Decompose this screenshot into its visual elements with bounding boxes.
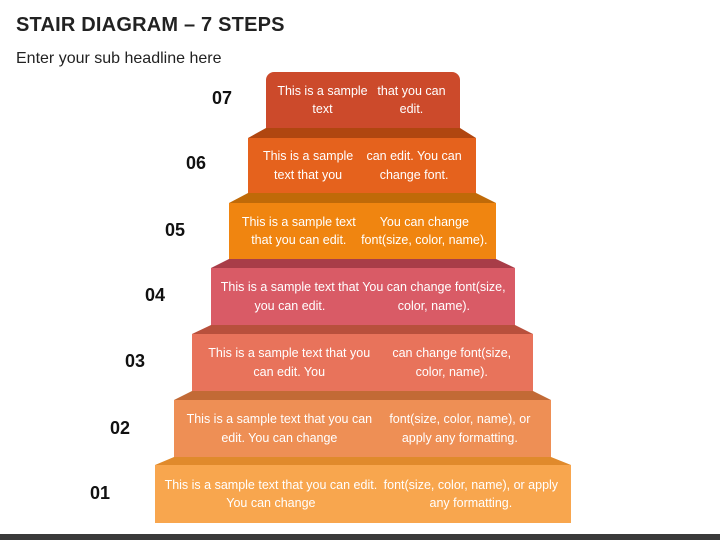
step-text-line: This is a sample text — [277, 83, 368, 116]
step-03: This is a sample text that you can edit.… — [192, 334, 533, 391]
step-01: This is a sample text that you can edit.… — [155, 465, 571, 523]
step-number: 01 — [89, 483, 110, 503]
step-number: 02 — [109, 418, 130, 438]
step-text-line: This is a sample text that you can edit.… — [208, 346, 371, 379]
step-07: This is a sample text that you can edit. — [266, 72, 460, 128]
page-subtitle: Enter your sub headline here — [16, 50, 222, 67]
step-number: 06 — [185, 153, 206, 173]
step-text-line: font(size, color, name), or apply any fo… — [389, 412, 531, 445]
step-number: 05 — [164, 220, 185, 240]
step-text-line: can edit. You can change font. — [366, 149, 462, 182]
step-text-line: This is a sample text that you can edit.… — [186, 412, 373, 445]
step-04: This is a sample text that you can edit.… — [211, 268, 515, 325]
step-02: This is a sample text that you can edit.… — [174, 400, 551, 457]
step-number: 03 — [124, 351, 145, 371]
step-text-line: This is a sample text that you — [262, 149, 354, 182]
step-text-line: This is a sample text that you can edit. — [241, 214, 356, 247]
step-text-line: This is a sample text that you can edit.… — [164, 477, 378, 510]
page-title: STAIR DIAGRAM – 7 STEPS — [16, 14, 285, 36]
step-06: This is a sample text that you can edit. … — [248, 138, 476, 193]
step-05: This is a sample text that you can edit.… — [229, 203, 496, 259]
step-text-line: font(size, color, name), or apply any fo… — [383, 477, 559, 510]
step-number: 07 — [211, 88, 232, 108]
step-text-line: You can change font(size, color, name). — [362, 280, 506, 313]
step-text-line: can change font(size, color, name). — [392, 346, 512, 379]
step-number: 04 — [144, 285, 165, 305]
footer-bar — [0, 534, 720, 540]
step-text-line: This is a sample text that you can edit. — [220, 280, 360, 313]
step-text-line: You can change font(size, color, name). — [361, 214, 488, 247]
step-text-line: that you can edit. — [377, 83, 446, 116]
